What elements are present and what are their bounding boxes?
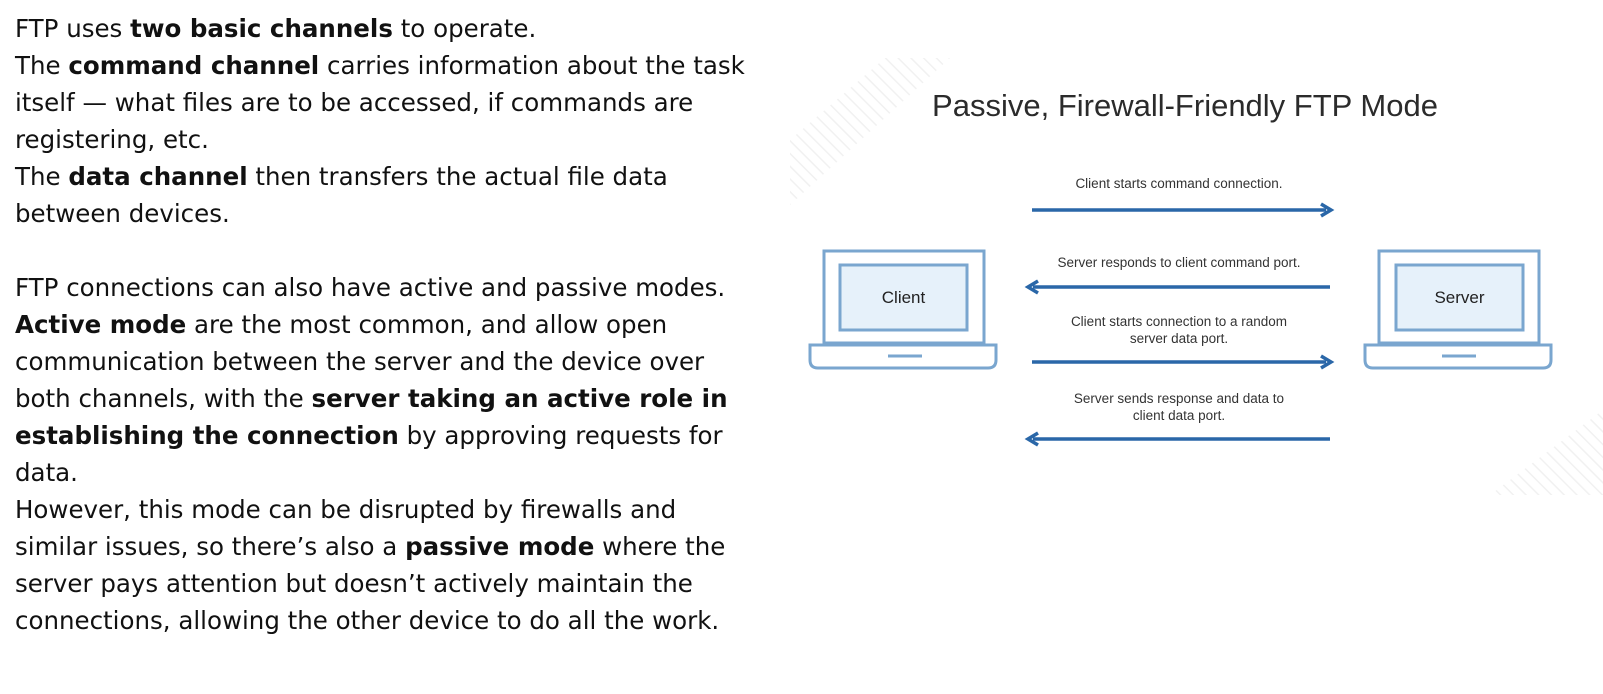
client-laptop-icon [808, 249, 998, 370]
text-run: then transfers the actual file data betw… [15, 162, 668, 228]
diagram-graphics [790, 58, 1603, 495]
text-run: However, this mode can be disrupted by f… [15, 495, 677, 561]
arrow-label-3: Client starts connection to a random ser… [1070, 314, 1288, 346]
paragraph-passive-mode: However, this mode can be disrupted by f… [15, 491, 750, 639]
bold-term: command channel [68, 51, 320, 80]
text-run: FTP uses [15, 14, 131, 43]
paragraph-two-channels: FTP uses two basic channels to operate. [15, 10, 750, 47]
bold-term: Active mode [15, 310, 187, 339]
paragraph-active-mode: Active mode are the most common, and all… [15, 306, 750, 491]
explanation-text: FTP uses two basic channels to operate. … [15, 10, 750, 639]
bold-term: two basic channels [130, 14, 393, 43]
server-label: Server [1434, 288, 1485, 307]
arrow-client-to-server-data [1032, 354, 1335, 370]
bold-term: server taking an active role in establis… [15, 384, 728, 450]
text-run: by approving requests for data. [15, 421, 723, 487]
ftp-passive-mode-diagram: Passive, Firewall-Friendly FTP Mode Clie… [790, 40, 1603, 520]
arrow-label-1: Client starts command connection. [1075, 176, 1283, 191]
arrow-server-to-client-data [1024, 431, 1330, 447]
text-run: The [15, 162, 69, 191]
diagram-title: Passive, Firewall-Friendly FTP Mode [932, 88, 1438, 123]
bold-term: data channel [68, 162, 248, 191]
paragraph-data-channel: The data channel then transfers the actu… [15, 158, 750, 232]
client-label: Client [881, 288, 926, 307]
server-laptop-icon [1363, 249, 1553, 370]
paragraph-gap [15, 232, 750, 269]
text-run: to operate. [392, 14, 537, 43]
text-run: carries information about the task itsel… [15, 51, 745, 154]
decorative-hatch-right [1490, 410, 1603, 495]
arrow-label-4: Server sends response and data to client… [1073, 391, 1285, 423]
text-run: The [15, 51, 69, 80]
arrow-server-to-client-command [1024, 279, 1330, 295]
paragraph-command-channel: The command channel carries information … [15, 47, 750, 158]
arrow-label-2: Server responds to client command port. [1057, 255, 1301, 270]
paragraph-modes: FTP connections can also have active and… [15, 273, 726, 302]
decorative-hatch-left [790, 58, 950, 205]
arrow-client-to-server-command [1032, 202, 1335, 218]
bold-term: passive mode [405, 532, 595, 561]
text-run: are the most common, and allow open comm… [15, 310, 705, 413]
text-run: where the server pays attention but does… [15, 532, 726, 635]
